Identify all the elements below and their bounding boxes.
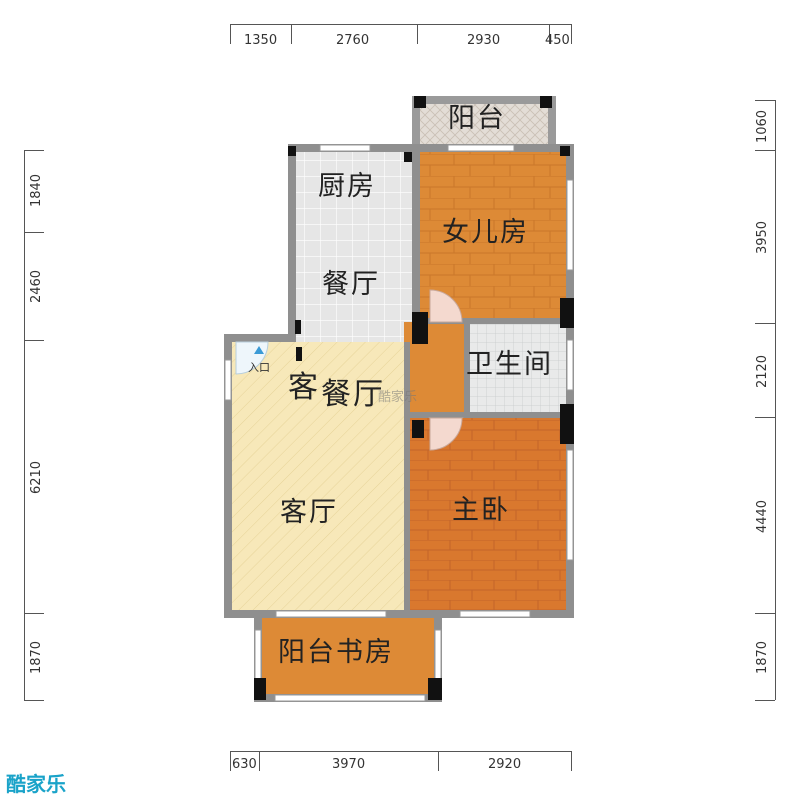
dim-top-2: 2760 <box>336 33 370 48</box>
room-label-kitchen: 厨房 <box>318 171 376 202</box>
room-label-dining: 餐厅 <box>322 269 380 300</box>
room-label-living-room: 客厅 <box>280 497 338 528</box>
dim-top-3: 2930 <box>467 33 501 48</box>
room-label-living-dining-b: 餐厅 <box>321 377 385 412</box>
room-label-balcony-study: 阳台书房 <box>278 637 394 668</box>
room-label-entrance: 入口 <box>248 361 270 374</box>
dim-bottom-2: 3970 <box>332 757 366 772</box>
room-label-master-bedroom: 主卧 <box>452 495 510 526</box>
room-label-daughter-room: 女儿房 <box>442 217 529 248</box>
room-label-balcony-top: 阳台 <box>448 103 506 134</box>
dim-top-1: 1350 <box>244 33 278 48</box>
dim-bottom-3: 2920 <box>488 757 522 772</box>
room-label-bathroom: 卫生间 <box>466 349 553 380</box>
dim-top-4: 450 <box>545 33 570 48</box>
room-label-living-dining-a: 客 <box>288 370 320 405</box>
brand-logo: 酷家乐 <box>6 768 66 797</box>
dim-bottom-1: 630 <box>232 757 257 772</box>
watermark: 酷家乐 <box>378 390 418 405</box>
brand-name: 酷家乐 <box>6 772 66 796</box>
